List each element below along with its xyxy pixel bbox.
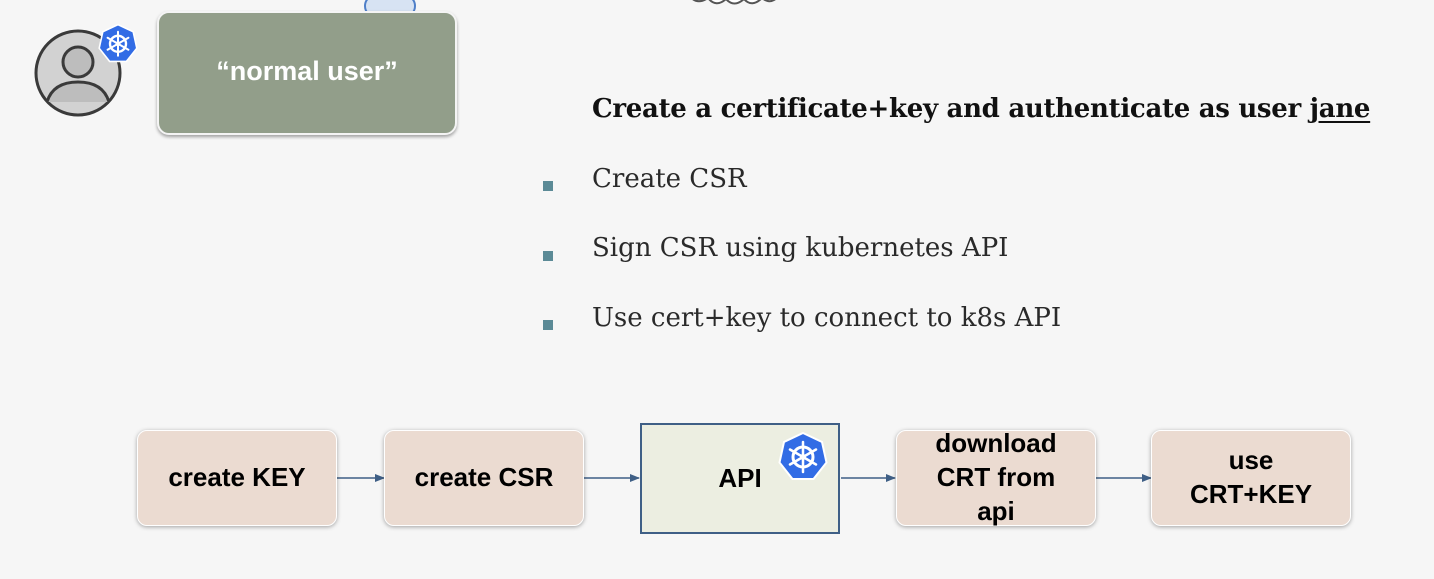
step-download-crt: download CRT from api xyxy=(896,428,1096,526)
user-avatar-icon xyxy=(34,29,122,117)
step-label: create CSR xyxy=(414,462,554,493)
cloud-icon xyxy=(692,0,776,5)
bullet-item: Sign CSR using kubernetes API xyxy=(592,233,1009,263)
step-label: create KEY xyxy=(168,462,306,493)
step-label-line: use xyxy=(1228,445,1274,476)
heading-username: jane xyxy=(1309,94,1371,124)
normal-user-box: “normal user” xyxy=(157,11,457,135)
step-label-line: CRT from xyxy=(936,462,1056,493)
heading-text: Create a certificate+key and authenticat… xyxy=(592,94,1310,124)
bullet-marker xyxy=(543,181,553,191)
bullet-marker xyxy=(543,320,553,330)
bullet-item: Use cert+key to connect to k8s API xyxy=(592,303,1062,333)
task-heading: Create a certificate+key and authenticat… xyxy=(592,94,1370,124)
kubernetes-logo-icon xyxy=(778,431,828,481)
bullet-item: Create CSR xyxy=(592,164,747,194)
step-label-line: api xyxy=(977,495,1015,526)
step-create-key: create KEY xyxy=(137,430,337,526)
step-use-crt-key: use CRT+KEY xyxy=(1151,430,1351,526)
step-label-line: download xyxy=(935,428,1057,459)
step-label: API xyxy=(718,463,762,493)
kubernetes-logo-icon xyxy=(98,23,138,63)
step-create-csr: create CSR xyxy=(384,430,584,526)
step-label-line: CRT+KEY xyxy=(1189,479,1313,509)
bullet-marker xyxy=(543,251,553,261)
